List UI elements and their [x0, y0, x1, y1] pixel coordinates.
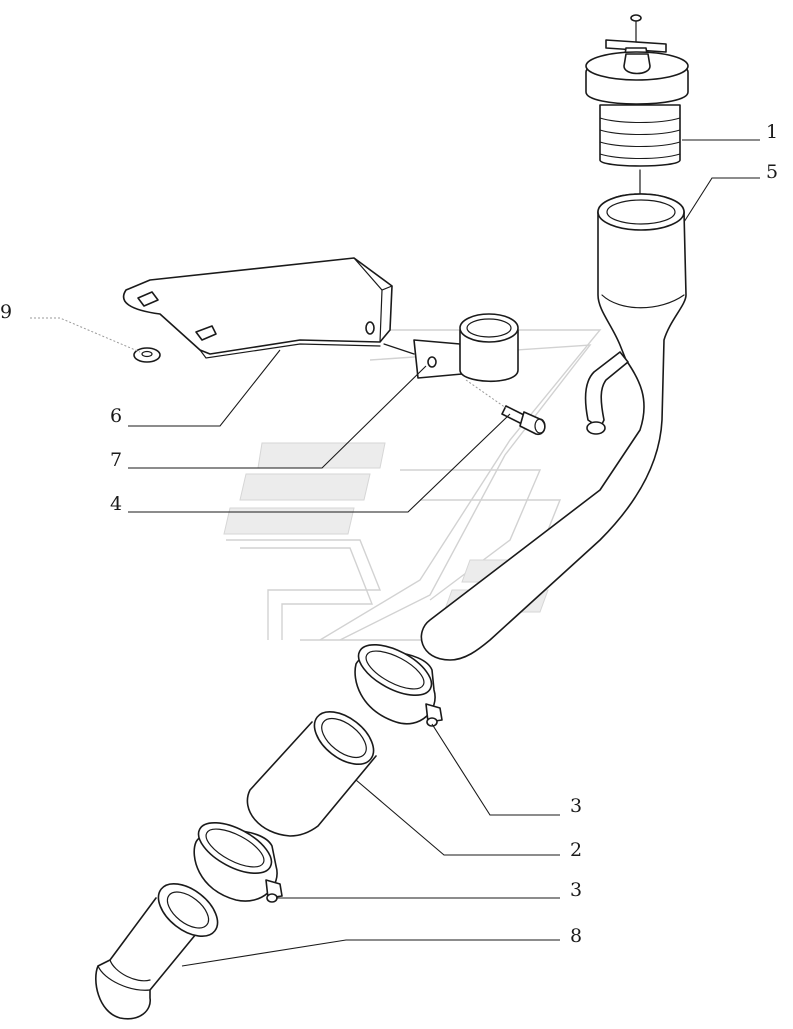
callout-3-upper: 3 — [570, 795, 582, 817]
washer — [133, 347, 161, 363]
callout-numbers: 1 5 9 6 7 4 3 2 3 8 — [0, 121, 778, 947]
callout-2: 2 — [570, 839, 582, 861]
leader-lines — [30, 139, 760, 967]
callout-1: 1 — [766, 121, 778, 143]
callout-9: 9 — [0, 301, 12, 323]
callout-7: 7 — [110, 449, 122, 471]
callout-8: 8 — [570, 925, 582, 947]
watermark-logo — [223, 329, 602, 641]
filler-cap — [585, 14, 689, 167]
bolt — [465, 379, 546, 436]
mounting-bracket — [122, 257, 393, 359]
callout-4: 4 — [110, 493, 122, 515]
callout-6: 6 — [110, 405, 122, 427]
hose-clamp-lower — [193, 822, 283, 903]
callout-3-lower: 3 — [570, 879, 582, 901]
hose-clamp-upper — [354, 644, 443, 727]
rubber-hose — [246, 710, 377, 837]
filler-pipe — [420, 193, 687, 661]
tank-neck-spigot — [95, 882, 219, 1020]
callout-5: 5 — [766, 161, 778, 183]
pipe-clamp — [383, 313, 519, 383]
